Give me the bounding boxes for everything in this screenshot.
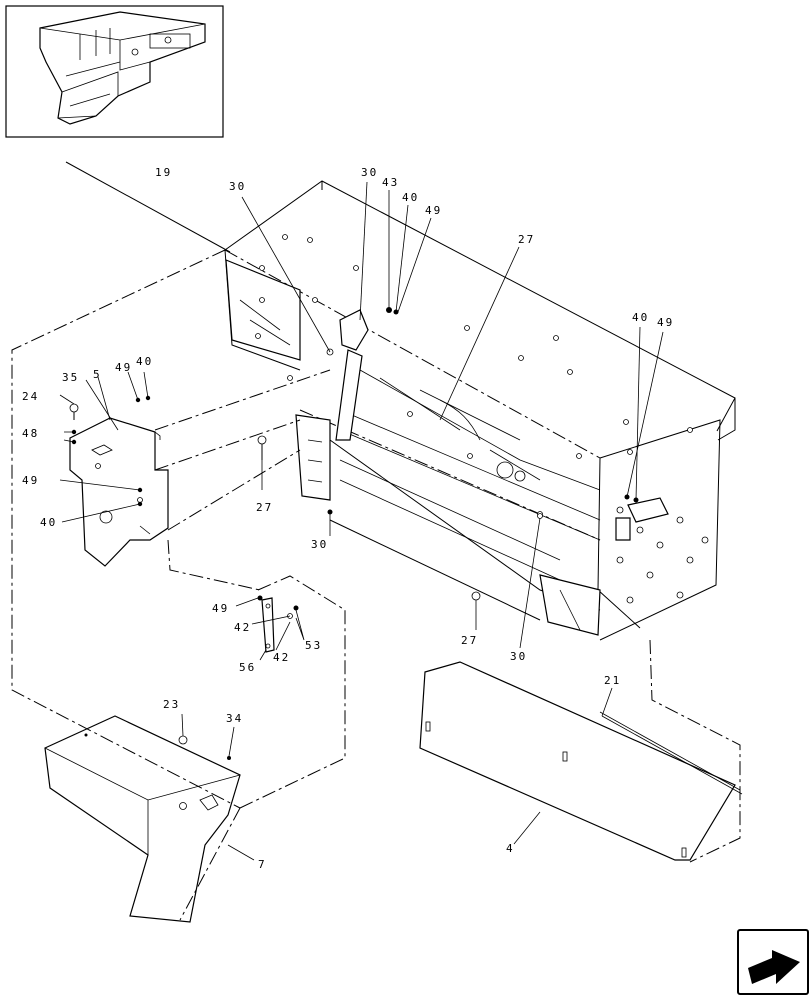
callout-4: 4 [506, 842, 515, 855]
callout-40-left: 40 [40, 516, 57, 529]
inset-overview-frame [5, 5, 224, 138]
callout-30-top-left: 30 [229, 180, 246, 193]
callout-40-top: 40 [402, 191, 419, 204]
shield-part-7 [44, 715, 241, 923]
rod-part-19 [65, 161, 231, 253]
callout-49-right: 49 [657, 316, 674, 329]
callout-49-top: 49 [425, 204, 442, 217]
callout-7: 7 [258, 858, 267, 871]
callout-30-center: 30 [311, 538, 328, 551]
next-page-arrow-icon[interactable] [737, 929, 809, 995]
hopper-body [224, 180, 736, 641]
callout-49-left-top: 49 [115, 361, 132, 374]
callout-labels: 19 30 30 43 40 49 27 40 49 35 5 49 40 24… [22, 166, 674, 871]
assembly-phantom-lines [11, 249, 741, 921]
callout-35: 35 [62, 371, 79, 384]
callout-34: 34 [226, 712, 243, 725]
cover-strip-part-21 [599, 711, 743, 795]
callout-56: 56 [239, 661, 256, 674]
callout-49-left: 49 [22, 474, 39, 487]
callout-27-left: 27 [256, 501, 273, 514]
callout-30-bottom: 30 [510, 650, 527, 663]
bracket-part-56 [257, 595, 299, 653]
callout-30-top: 30 [361, 166, 378, 179]
callout-43: 43 [382, 176, 399, 189]
cover-panel-part-4 [419, 661, 736, 861]
callout-24: 24 [22, 390, 39, 403]
leader-lines [59, 181, 664, 861]
inset-machine-thumbnail [39, 11, 206, 125]
callout-5: 5 [93, 368, 102, 381]
callout-27-top: 27 [518, 233, 535, 246]
callout-42-lower: 42 [273, 651, 290, 664]
callout-40-left-top: 40 [136, 355, 153, 368]
callout-53: 53 [305, 639, 322, 652]
callout-23: 23 [163, 698, 180, 711]
callout-49-bracket: 49 [212, 602, 229, 615]
callout-21: 21 [604, 674, 621, 687]
callout-19: 19 [155, 166, 172, 179]
callout-27-bottom: 27 [461, 634, 478, 647]
callout-40-right: 40 [632, 311, 649, 324]
callout-48: 48 [22, 427, 39, 440]
callout-42-upper: 42 [234, 621, 251, 634]
left-guard-part-5 [69, 417, 169, 567]
body-holes [255, 234, 709, 604]
